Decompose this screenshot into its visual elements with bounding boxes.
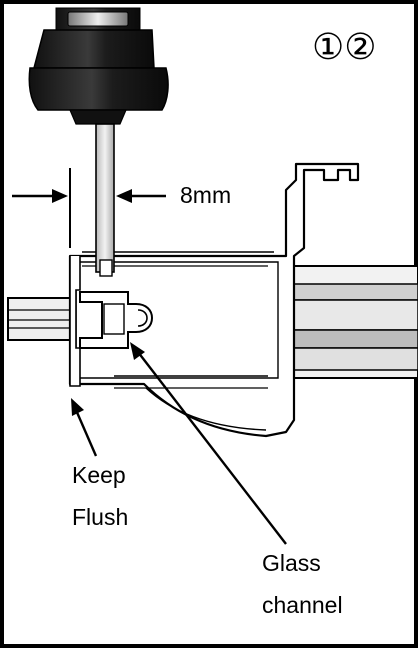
dimension-label: 8mm [180,182,232,208]
extrusion-cross-section-diagram [7,7,418,545]
glass-channel-label-line2: channel [262,592,343,618]
keep-flush-arrow [71,398,98,457]
frame-profile [68,162,360,438]
keep-flush-label-line1: Keep [72,462,126,488]
dimension-indicator [12,168,166,248]
router-tool [28,7,169,125]
glass-channel-clip [79,291,154,349]
rail-extrusion [283,265,418,379]
step-markers: ①② [310,26,379,70]
glass-channel-label-line1: Glass [262,550,321,576]
keep-flush-label-line2: Flush [72,504,129,530]
glass-channel-arrow [130,342,287,545]
router-bit [95,123,115,277]
